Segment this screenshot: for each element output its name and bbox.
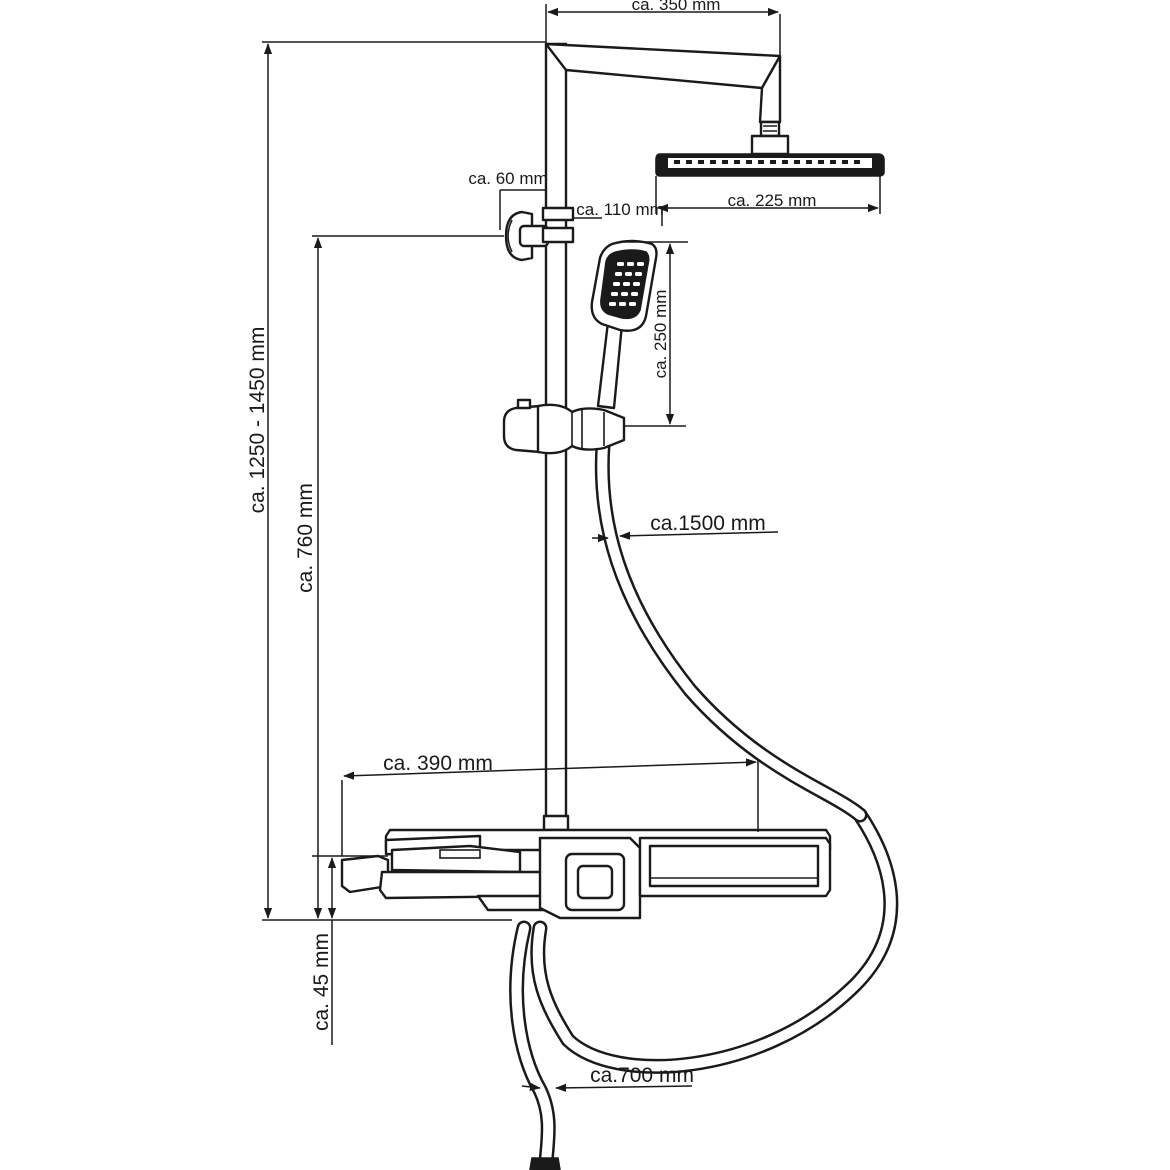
dimension-lines [262, 4, 881, 1092]
wall-bracket [504, 206, 575, 262]
slider-holder [502, 398, 626, 455]
hand-shower-width-label: ca. 110 mm [576, 200, 664, 219]
shelf-width-label: ca. 390 mm [383, 752, 493, 775]
overhead-arm [544, 42, 790, 156]
outlet-height-label: ca. 45 mm [310, 933, 333, 1031]
shower-hose [594, 437, 868, 823]
supply-hose-length-label: ca.700 mm [590, 1064, 694, 1087]
thermostat-shelf [340, 814, 832, 920]
head-shower-diameter-label: ca. 225 mm [728, 191, 817, 210]
hand-shower [590, 239, 658, 410]
total-height-label: ca. 1250 - 1450 mm [246, 327, 269, 514]
hand-shower-length-label: ca. 250 mm [651, 290, 670, 379]
supply-hose [509, 807, 899, 1170]
hose-length-label: ca.1500 mm [650, 512, 766, 535]
arm-length-label: ca. 350 mm [632, 0, 721, 14]
wall-bracket-label: ca. 60 mm [468, 169, 547, 188]
head-shower [655, 153, 885, 177]
hose-connector [529, 1157, 561, 1170]
bracket-height-label: ca. 760 mm [294, 483, 317, 593]
